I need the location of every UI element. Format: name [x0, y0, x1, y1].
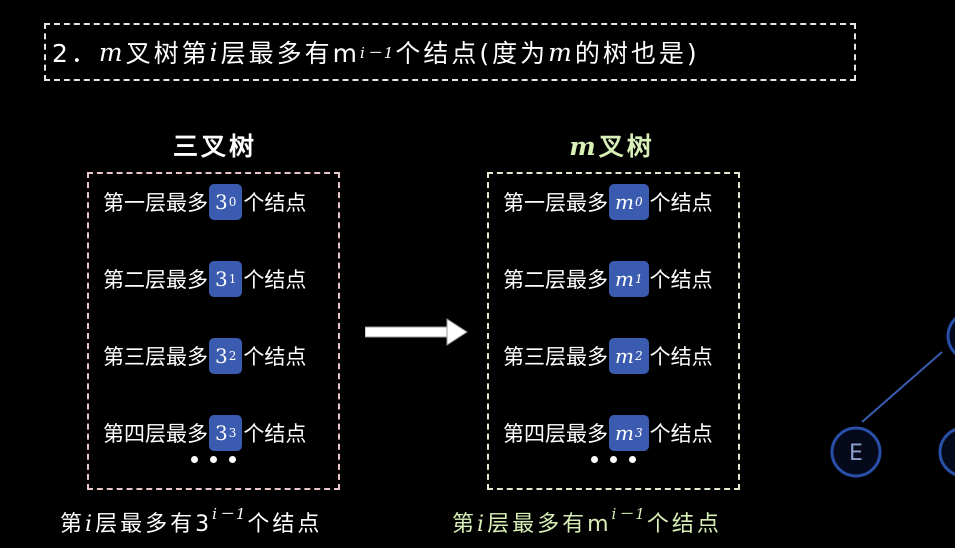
title-part4: 的树也是): [574, 39, 700, 68]
title-part2: 层最多有m: [220, 39, 360, 68]
ellipsis-dots: [489, 456, 738, 463]
caption-pre: 第: [452, 512, 478, 537]
chip-exp: 2: [228, 349, 237, 363]
dot: [191, 456, 198, 463]
caption-exp: i－1: [611, 505, 647, 523]
chip-base: m: [615, 267, 634, 291]
title-exponent: i－1: [360, 43, 396, 62]
row-suffix: 个结点: [243, 268, 307, 292]
caption-exp: i－1: [212, 505, 248, 523]
tree-node-label: E: [849, 441, 863, 466]
title-var-i: i: [209, 37, 221, 67]
right-caption: 第i层最多有mi－1个结点: [452, 503, 722, 538]
chip-exp: 3: [228, 426, 237, 440]
caption-var: i: [85, 512, 96, 537]
caption-mid: 层最多有m: [487, 512, 612, 537]
row-label: 第四层最多: [503, 422, 608, 446]
caption-post: 个结点: [646, 512, 722, 537]
chip-base: m: [615, 190, 634, 214]
caption-mid: 层最多有3: [95, 512, 213, 537]
chip-exp: 1: [634, 272, 643, 286]
row-suffix: 个结点: [243, 345, 307, 369]
dot: [210, 456, 217, 463]
chip-base: m: [615, 421, 634, 445]
chip-base: 3: [215, 421, 228, 445]
ellipsis-dots: [89, 456, 338, 463]
row-label: 第二层最多: [503, 268, 608, 292]
title-var-m: m: [98, 37, 126, 67]
right-heading-text: 叉树: [598, 132, 655, 161]
left-caption: 第i层最多有3i－1个结点: [60, 503, 322, 538]
caption-var: i: [477, 512, 488, 537]
caption-post: 个结点: [247, 512, 323, 537]
chip-base: 3: [215, 190, 228, 214]
dot: [629, 456, 636, 463]
tree-node: [938, 428, 955, 476]
right-heading-var: m: [569, 132, 599, 161]
tree-fragment: E: [830, 317, 955, 478]
chip-exp: 0: [634, 195, 643, 209]
row-suffix: 个结点: [243, 191, 307, 215]
tree-node: [946, 317, 955, 355]
row-label: 第四层最多: [103, 422, 208, 446]
chip-exp: 0: [228, 195, 237, 209]
row-label: 第一层最多: [103, 191, 208, 215]
row-label: 第三层最多: [503, 345, 608, 369]
chip-exp: 1: [228, 272, 237, 286]
chip-base: 3: [215, 344, 228, 368]
title-prefix: 2．: [52, 39, 99, 68]
row-suffix: 个结点: [243, 422, 307, 446]
right-arrow-icon: [365, 318, 468, 346]
right-heading: m叉树: [492, 127, 732, 163]
caption-pre: 第: [60, 512, 86, 537]
row-suffix: 个结点: [649, 268, 713, 292]
title-var-m2: m: [548, 37, 575, 67]
row-label: 第二层最多: [103, 268, 208, 292]
row-suffix: 个结点: [649, 191, 713, 215]
tree-edge: [861, 351, 943, 423]
title-part3: 个结点(度为: [395, 39, 549, 68]
title-part1: 叉树第: [125, 39, 210, 68]
dot: [610, 456, 617, 463]
title-box: 2． m 叉树第 i 层最多有m i－1 个结点(度为 m 的树也是): [44, 23, 856, 81]
tree-node-e: [830, 426, 882, 478]
dot: [229, 456, 236, 463]
chip-exp: 3: [634, 426, 643, 440]
row-suffix: 个结点: [649, 345, 713, 369]
chip-exp: 2: [634, 349, 643, 363]
row-label: 第一层最多: [503, 191, 608, 215]
left-heading: 三叉树: [172, 132, 257, 161]
row-suffix: 个结点: [649, 422, 713, 446]
chip-base: m: [615, 344, 634, 368]
dot: [591, 456, 598, 463]
row-label: 第三层最多: [103, 345, 208, 369]
chip-base: 3: [215, 267, 228, 291]
